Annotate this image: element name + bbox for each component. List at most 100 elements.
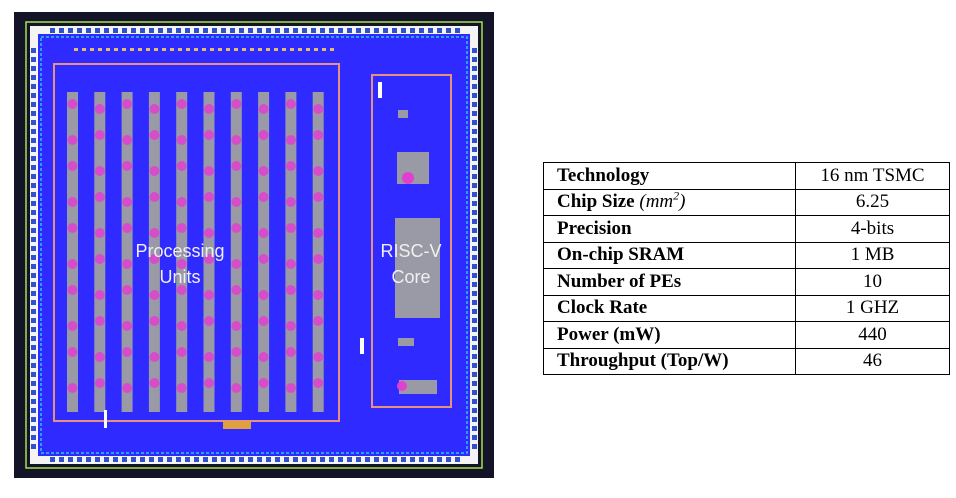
io-pad (31, 327, 36, 332)
pe-hotspot (149, 228, 160, 238)
io-pad (31, 435, 36, 440)
pad-ring-accent (25, 21, 483, 469)
unit-mm: mm (645, 191, 674, 213)
pe-hotspot (231, 99, 242, 109)
pe-hotspot (149, 192, 160, 202)
io-pad (472, 138, 477, 143)
io-pad (266, 457, 271, 462)
table-row: Clock Rate 1 GHZ (543, 294, 950, 322)
io-pad (31, 318, 36, 323)
io-bump (234, 48, 238, 51)
unit-open-paren: ( (639, 191, 646, 213)
spec-value: 16 nm TSMC (795, 162, 950, 190)
pe-hotspot (204, 316, 214, 326)
pe-hotspot (122, 259, 133, 269)
pe-hotspot (258, 352, 269, 362)
io-pad (31, 174, 36, 179)
io-pad (275, 28, 280, 33)
pe-hotspot (313, 290, 324, 300)
io-bump (306, 48, 310, 51)
io-pad (257, 28, 262, 33)
pe-hotspot (67, 285, 78, 295)
pe-hotspot (258, 228, 269, 238)
pe-hotspot (122, 347, 133, 357)
io-pad (472, 174, 477, 179)
pe-hotspot (313, 192, 324, 202)
io-pad (31, 336, 36, 341)
pe-hotspot (231, 383, 242, 393)
pe-hotspot (204, 192, 214, 202)
io-pad (31, 84, 36, 89)
pe-hotspot (231, 321, 242, 331)
io-pad (401, 457, 406, 462)
io-pad (31, 201, 36, 206)
pe-hotspot (285, 99, 296, 109)
pe-hotspot (67, 99, 78, 109)
io-pad (401, 28, 406, 33)
io-pad (472, 381, 477, 386)
io-pad (31, 138, 36, 143)
io-pad (31, 156, 36, 161)
io-pad (31, 57, 36, 62)
pe-marker (104, 410, 107, 428)
pe-hotspot (313, 104, 324, 114)
io-bump (186, 48, 190, 51)
io-pad (437, 457, 442, 462)
pe-hotspot (67, 383, 78, 393)
io-pad (472, 147, 477, 152)
io-pad (472, 300, 477, 305)
spec-key: Chip Size (mm2) (543, 188, 796, 216)
pe-hotspot (176, 223, 187, 233)
pe-hotspot (122, 285, 133, 295)
pe-hotspot (94, 352, 105, 362)
pe-hotspot (176, 347, 187, 357)
io-pad (140, 28, 145, 33)
io-pad (472, 66, 477, 71)
spec-key: Clock Rate (543, 294, 796, 322)
io-pad (472, 210, 477, 215)
io-pad (365, 28, 370, 33)
io-pad (472, 399, 477, 404)
io-bump (242, 48, 246, 51)
pe-hotspot (94, 254, 105, 264)
io-pad (311, 28, 316, 33)
pe-column (176, 92, 188, 412)
io-bump (138, 48, 142, 51)
io-pad (221, 28, 226, 33)
pe-hotspot (149, 166, 160, 176)
io-pad (31, 192, 36, 197)
pe-hotspot (94, 130, 105, 140)
io-pad (446, 457, 451, 462)
io-bump (90, 48, 94, 51)
io-pad (68, 28, 73, 33)
pe-hotspot (122, 99, 133, 109)
pe-hotspot (122, 161, 133, 171)
io-pad (472, 444, 477, 449)
pe-hotspot (285, 347, 296, 357)
io-pad (248, 457, 253, 462)
io-pad (338, 457, 343, 462)
io-pad (419, 28, 424, 33)
io-pad (428, 457, 433, 462)
io-pad (347, 457, 352, 462)
pe-hotspot (231, 285, 242, 295)
io-pad (158, 28, 163, 33)
spec-value: 6.25 (795, 188, 950, 216)
io-pad (77, 28, 82, 33)
io-pad (472, 183, 477, 188)
processing-units-block (53, 63, 340, 422)
pe-hotspot (231, 347, 242, 357)
spec-value: 440 (795, 321, 950, 349)
pe-column (67, 92, 78, 412)
table-row: Throughput (Top/W) 46 (543, 347, 950, 375)
io-pad (167, 28, 172, 33)
io-pad (31, 390, 36, 395)
risc-v-label-line1: RISC-V (380, 241, 441, 261)
io-pad (472, 309, 477, 314)
spec-value: 1 MB (795, 241, 950, 269)
io-pad (31, 48, 36, 53)
io-pad (428, 28, 433, 33)
io-pad (472, 93, 477, 98)
processing-units-label-line1: Processing (135, 241, 224, 261)
io-pad (266, 28, 271, 33)
